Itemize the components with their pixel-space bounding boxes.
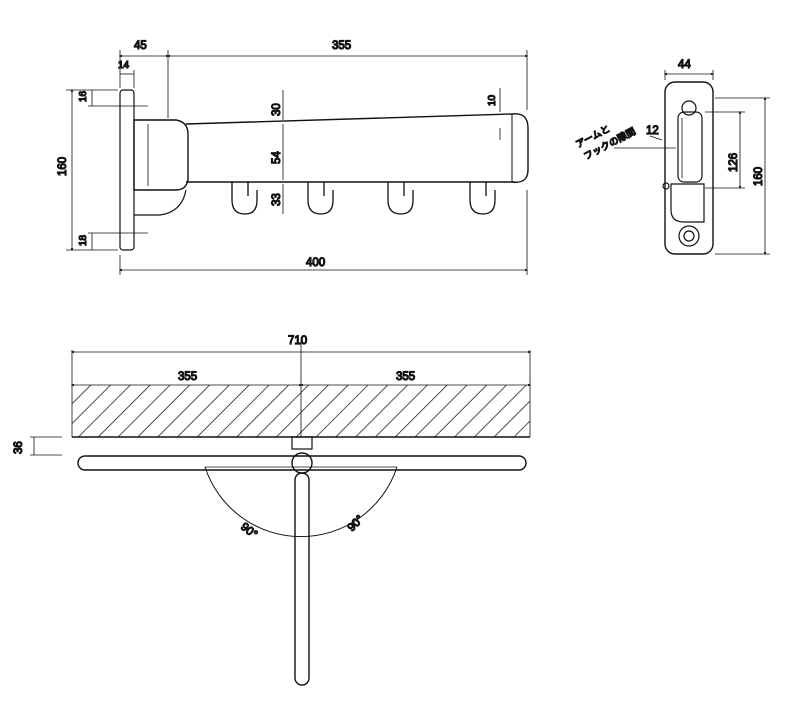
plan-view: 710 355 355 36 90° 90° — [12, 334, 532, 686]
end-dimension-lines — [614, 70, 770, 256]
dim-arm-length: 355 — [332, 40, 351, 52]
angle-right: 90° — [346, 513, 367, 534]
dim-plate-thickness: 14 — [118, 60, 130, 71]
dim-depth: 36 — [13, 441, 25, 454]
dim-bracket-offset: 45 — [134, 40, 147, 52]
dim-left-half: 355 — [178, 371, 197, 383]
dim-gap: 12 — [646, 125, 659, 137]
end-plate — [664, 81, 714, 255]
arm-section — [677, 111, 703, 183]
top-screw — [681, 100, 697, 116]
dim-width: 44 — [678, 59, 691, 71]
dim-arm-height: 54 — [271, 151, 283, 164]
hooks — [231, 182, 496, 215]
extended-arm — [294, 472, 310, 686]
end-view: 44 12 126 160 アームと フックの隙間 — [574, 58, 770, 256]
dim-hook-drop: 33 — [271, 193, 283, 206]
dim-overall-height: 160 — [57, 157, 69, 176]
angle-left: 90° — [238, 521, 259, 541]
dim-overall-length: 400 — [306, 257, 325, 269]
side-dimension-lines — [66, 50, 529, 275]
bracket-support — [134, 189, 187, 216]
arm — [185, 113, 529, 183]
dim-arm-top: 30 — [271, 103, 283, 116]
plan-mount — [291, 436, 313, 450]
bottom-screw — [678, 225, 700, 247]
end-hook — [670, 183, 705, 223]
swing-arc — [204, 466, 398, 538]
dim-bottom-offset: 18 — [78, 234, 89, 246]
dim-end-overall-height: 160 — [753, 167, 765, 186]
side-view: 45 355 14 16 160 18 30 54 33 10 400 — [56, 39, 529, 275]
folded-arm — [77, 455, 527, 471]
dim-right-half: 355 — [396, 371, 415, 383]
dim-top-offset: 16 — [78, 90, 89, 102]
bracket-block — [133, 119, 189, 191]
wall-plate — [119, 89, 135, 251]
dim-total-width: 710 — [288, 335, 307, 347]
dim-inner-height: 126 — [728, 153, 740, 172]
plan-dimension-lines — [30, 340, 532, 456]
dim-tip: 10 — [487, 94, 498, 106]
